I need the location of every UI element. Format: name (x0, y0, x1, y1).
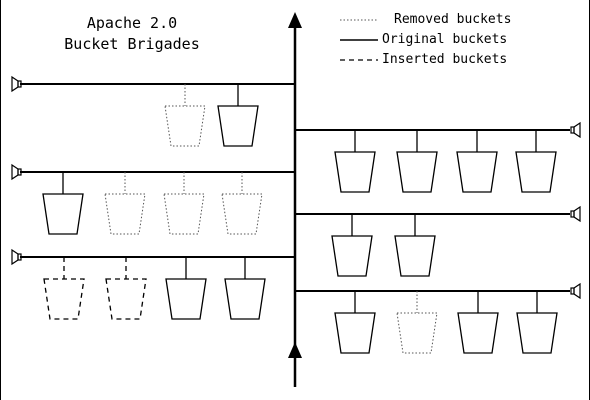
legend-original-label: Original buckets (382, 32, 508, 47)
diagram-title-line1: Apache 2.0 (86, 14, 178, 32)
bucket-original (334, 312, 376, 354)
bucket-original (334, 151, 376, 193)
legend-inserted-label: Inserted buckets (382, 52, 508, 67)
bucket-removed (164, 105, 206, 147)
speaker-icon (570, 282, 581, 300)
bucket-removed (104, 193, 146, 235)
bucket-original (217, 105, 259, 147)
bucket-original (456, 151, 498, 193)
bucket-inserted (43, 278, 85, 320)
bucket-original (515, 151, 557, 193)
speaker-icon (11, 163, 22, 181)
speaker-icon (570, 205, 581, 223)
bucket-inserted (105, 278, 147, 320)
bucket-original (457, 312, 499, 354)
bucket-original (331, 235, 373, 277)
bucket-original (165, 278, 207, 320)
diagram-title-line2: Bucket Brigades (64, 35, 200, 53)
bucket-original (224, 278, 266, 320)
spine-arrow-top (288, 12, 302, 28)
speaker-icon (11, 248, 22, 266)
bucket-removed (396, 312, 438, 354)
bucket-original (516, 312, 558, 354)
legend-removed-label: Removed buckets (394, 12, 512, 27)
bucket-original (42, 193, 84, 235)
bucket-original (396, 151, 438, 193)
speaker-icon (11, 75, 22, 93)
bucket-original (394, 235, 436, 277)
bucket-removed (163, 193, 205, 235)
left-border (0, 0, 1, 400)
spine-arrow-bottom (288, 342, 302, 358)
bucket-removed (221, 193, 263, 235)
speaker-icon (570, 121, 581, 139)
